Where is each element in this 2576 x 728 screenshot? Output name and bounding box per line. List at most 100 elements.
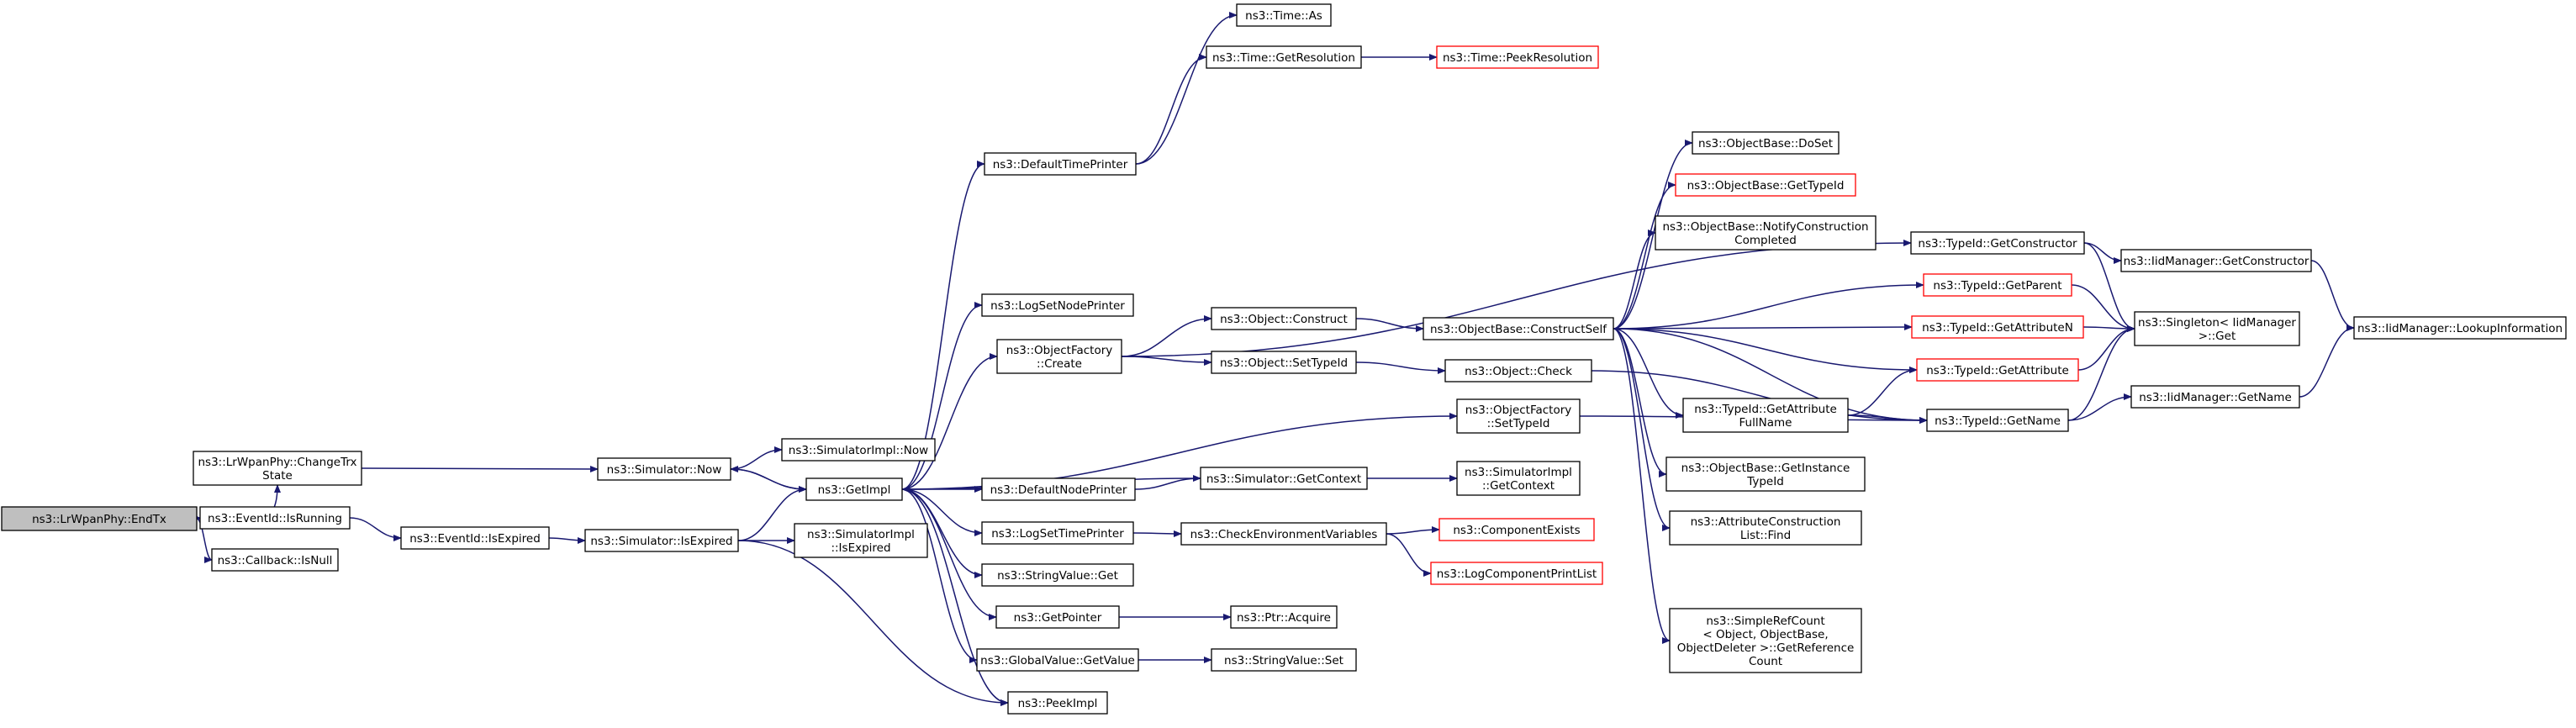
node-simgetctx[interactable]: ns3::Simulator::GetContext (1200, 467, 1368, 490)
node-objconstruct-label-0: ns3::Object::Construct (1220, 313, 1348, 326)
node-tidgetattrfull-label-0: ns3::TypeId::GetAttribute (1694, 403, 1837, 416)
node-deftimeprinter[interactable]: ns3::DefaultTimePrinter (984, 152, 1137, 176)
node-endtx-label-0: ns3::LrWpanPhy::EndTx (32, 513, 166, 526)
node-objbgettid-label-0: ns3::ObjectBase::GetTypeId (1687, 179, 1845, 193)
node-deftimeprinter-label-0: ns3::DefaultTimePrinter (993, 158, 1128, 171)
node-peekimpl-label-0: ns3::PeekImpl (1018, 697, 1098, 710)
edge-iidgetname-to-iidlookup (2299, 324, 2355, 398)
node-compexists-box (1438, 518, 1595, 541)
node-simplerefcount[interactable]: ns3::SimpleRefCount< Object, ObjectBase,… (1669, 608, 1862, 673)
node-singleton-label-0: ns3::Singleton< IidManager (2138, 316, 2296, 330)
node-iidgetname[interactable]: ns3::IidManager::GetName (2130, 385, 2300, 409)
node-isrunning-label-0: ns3::EventId::IsRunning (208, 512, 342, 525)
node-isrunning[interactable]: ns3::EventId::IsRunning (199, 506, 351, 530)
node-getpointer-label-0: ns3::GetPointer (1014, 611, 1102, 625)
node-objbgetinst-label-0: ns3::ObjectBase::GetInstance (1681, 462, 1850, 475)
node-timepeek[interactable]: ns3::Time::PeekResolution (1436, 45, 1599, 69)
node-simnow-box (597, 457, 731, 481)
node-tidgetattrn-label-0: ns3::TypeId::GetAttributeN (1922, 321, 2073, 335)
node-gvget[interactable]: ns3::GlobalValue::GetValue (976, 648, 1139, 672)
node-implgetctx-label-0: ns3::SimulatorImpl (1465, 466, 1572, 479)
node-tidgetctor[interactable]: ns3::TypeId::GetConstructor (1910, 231, 2085, 255)
node-implexpired[interactable]: ns3::SimulatorImpl::IsExpired (794, 523, 928, 558)
node-objcheck[interactable]: ns3::Object::Check (1444, 359, 1592, 382)
node-checkenv[interactable]: ns3::CheckEnvironmentVariables (1180, 522, 1387, 546)
edge-deftimeprinter-to-timeas (1135, 12, 1238, 165)
edge-objbconstructself-to-tidgetattrfull (1613, 328, 1684, 419)
node-objsettid[interactable]: ns3::Object::SetTypeId (1211, 351, 1357, 374)
node-cbisnull[interactable]: ns3::Callback::IsNull (211, 548, 339, 572)
node-iidgetname-label-0: ns3::IidManager::GetName (2139, 391, 2292, 404)
node-endtx[interactable]: ns3::LrWpanPhy::EndTx (1, 506, 198, 531)
edge-checkenv-to-compexists (1386, 526, 1440, 535)
node-strset[interactable]: ns3::StringValue::Set (1211, 648, 1357, 672)
node-timeas[interactable]: ns3::Time::As (1236, 3, 1332, 27)
node-tidgetctor-box (1910, 231, 2085, 255)
node-timegetres-box (1206, 45, 1362, 69)
node-timegetres[interactable]: ns3::Time::GetResolution (1206, 45, 1362, 69)
node-objbconstructself[interactable]: ns3::ObjectBase::ConstructSelf (1423, 317, 1614, 340)
edge-getimpl-to-getpointer (901, 488, 997, 620)
node-objfsettid-box (1456, 398, 1581, 434)
node-getpointer-box (995, 605, 1120, 629)
node-getimpl[interactable]: ns3::GetImpl (805, 477, 903, 501)
edge-objbconstructself-to-simplerefcount (1613, 328, 1671, 644)
node-tidgetattr[interactable]: ns3::TypeId::GetAttribute (1916, 358, 2079, 382)
node-tidgetparent[interactable]: ns3::TypeId::GetParent (1923, 273, 2072, 297)
node-defnodeprinter-box (981, 477, 1136, 501)
node-attrconsfind-label-1: List::Find (1740, 529, 1791, 542)
node-simnow[interactable]: ns3::Simulator::Now (597, 457, 731, 481)
node-objfsettid-label-0: ns3::ObjectFactory (1465, 404, 1572, 417)
node-tidgetattr-label-0: ns3::TypeId::GetAttribute (1926, 364, 2069, 377)
node-logsettime[interactable]: ns3::LogSetTimePrinter (981, 521, 1134, 545)
node-peekimpl[interactable]: ns3::PeekImpl (1007, 691, 1108, 715)
node-ptracquire[interactable]: ns3::Ptr::Acquire (1230, 605, 1338, 629)
node-tidgetattrn[interactable]: ns3::TypeId::GetAttributeN (1911, 315, 2084, 339)
node-logcompprint[interactable]: ns3::LogComponentPrintList (1430, 562, 1603, 585)
node-objconstruct[interactable]: ns3::Object::Construct (1211, 307, 1357, 330)
node-logcompprint-label-0: ns3::LogComponentPrintList (1437, 567, 1597, 581)
node-implnow-label-0: ns3::SimulatorImpl::Now (789, 444, 928, 457)
node-objcheck-label-0: ns3::Object::Check (1465, 365, 1572, 378)
node-objbgettid[interactable]: ns3::ObjectBase::GetTypeId (1675, 173, 1856, 197)
node-defnodeprinter[interactable]: ns3::DefaultNodePrinter (981, 477, 1136, 501)
node-eidexpired[interactable]: ns3::EventId::IsExpired (400, 526, 550, 550)
node-objbdoset[interactable]: ns3::ObjectBase::DoSet (1692, 131, 1840, 155)
edge-simnow-to-implnow (730, 446, 783, 470)
node-strget[interactable]: ns3::StringValue::Get (981, 563, 1134, 587)
node-objbnotify[interactable]: ns3::ObjectBase::NotifyConstructionCompl… (1655, 215, 1877, 251)
node-objfsettid-label-1: ::SetTypeId (1487, 417, 1550, 430)
node-singleton[interactable]: ns3::Singleton< IidManager>::Get (2134, 311, 2300, 346)
node-objbgettid-box (1675, 173, 1856, 197)
node-simexpired[interactable]: ns3::Simulator::IsExpired (584, 529, 739, 552)
node-strget-box (981, 563, 1134, 587)
node-logsetnode-label-0: ns3::LogSetNodePrinter (990, 299, 1125, 313)
edge-objbconstructself-to-objbnotify (1613, 229, 1656, 330)
node-iidgetctor[interactable]: ns3::IidManager::GetConstructor (2120, 249, 2312, 272)
node-implexpired-label-0: ns3::SimulatorImpl (807, 528, 915, 541)
node-compexists[interactable]: ns3::ComponentExists (1438, 518, 1595, 541)
node-objbnotify-label-0: ns3::ObjectBase::NotifyConstruction (1662, 220, 1868, 234)
node-simexpired-label-0: ns3::Simulator::IsExpired (590, 535, 732, 548)
node-implnow[interactable]: ns3::SimulatorImpl::Now (781, 438, 936, 462)
node-iidgetctor-label-0: ns3::IidManager::GetConstructor (2124, 255, 2309, 268)
node-objsettid-box (1211, 351, 1357, 374)
edge-eidexpired-to-simexpired (548, 536, 586, 544)
node-attrconsfind-label-0: ns3::AttributeConstruction (1691, 515, 1841, 529)
node-objfcreate[interactable]: ns3::ObjectFactory::Create (996, 339, 1122, 374)
node-objbdoset-label-0: ns3::ObjectBase::DoSet (1698, 137, 1833, 150)
node-simplerefcount-label-1: < Object, ObjectBase, (1702, 628, 1828, 641)
node-getpointer[interactable]: ns3::GetPointer (995, 605, 1120, 629)
node-iidlookup[interactable]: ns3::IidManager::LookupInformation (2353, 316, 2567, 340)
node-objfsettid[interactable]: ns3::ObjectFactory::SetTypeId (1456, 398, 1581, 434)
node-logsetnode[interactable]: ns3::LogSetNodePrinter (981, 293, 1134, 317)
node-implgetctx[interactable]: ns3::SimulatorImpl::GetContext (1456, 461, 1581, 496)
node-tidgetname[interactable]: ns3::TypeId::GetName (1926, 409, 2069, 432)
node-gvget-label-0: ns3::GlobalValue::GetValue (980, 654, 1135, 667)
node-eidexpired-box (400, 526, 550, 550)
node-objbnotify-box (1655, 215, 1877, 251)
